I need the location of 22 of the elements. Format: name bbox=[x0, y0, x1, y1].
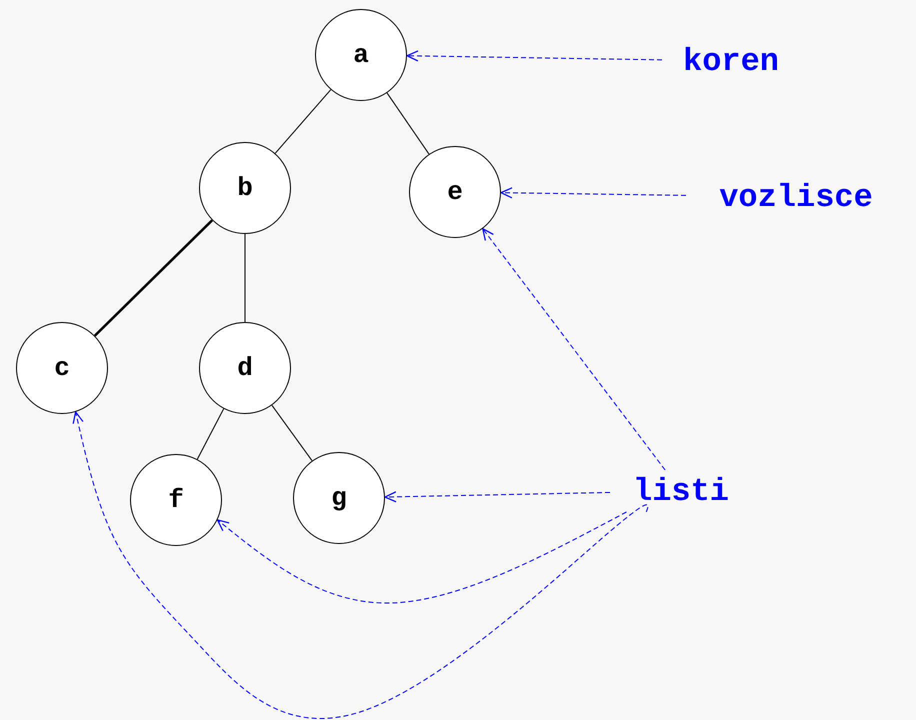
tree-edge bbox=[196, 408, 224, 460]
pointer-arrow bbox=[384, 491, 610, 502]
tree-edge bbox=[386, 92, 430, 155]
tree-edge bbox=[94, 219, 214, 337]
pointer-arrow bbox=[500, 187, 686, 198]
node-label: e bbox=[447, 177, 463, 207]
node-label: f bbox=[168, 485, 184, 515]
tree-edge bbox=[244, 234, 246, 322]
pointer-arrow bbox=[216, 512, 627, 604]
pointer-arrow bbox=[482, 228, 666, 470]
annotation-text: koren bbox=[682, 42, 779, 80]
node-label: g bbox=[331, 483, 347, 513]
node-label: d bbox=[237, 353, 253, 383]
tree-edge bbox=[274, 89, 332, 154]
node-label: c bbox=[54, 353, 70, 383]
node-label: a bbox=[353, 40, 369, 70]
pointer-arrow bbox=[406, 50, 662, 62]
tree-edge bbox=[271, 404, 313, 462]
pointer-arrow bbox=[72, 411, 648, 719]
node-label: b bbox=[237, 173, 253, 203]
annotation-text: listi bbox=[632, 472, 729, 510]
annotation-text: vozlisce bbox=[719, 178, 873, 216]
